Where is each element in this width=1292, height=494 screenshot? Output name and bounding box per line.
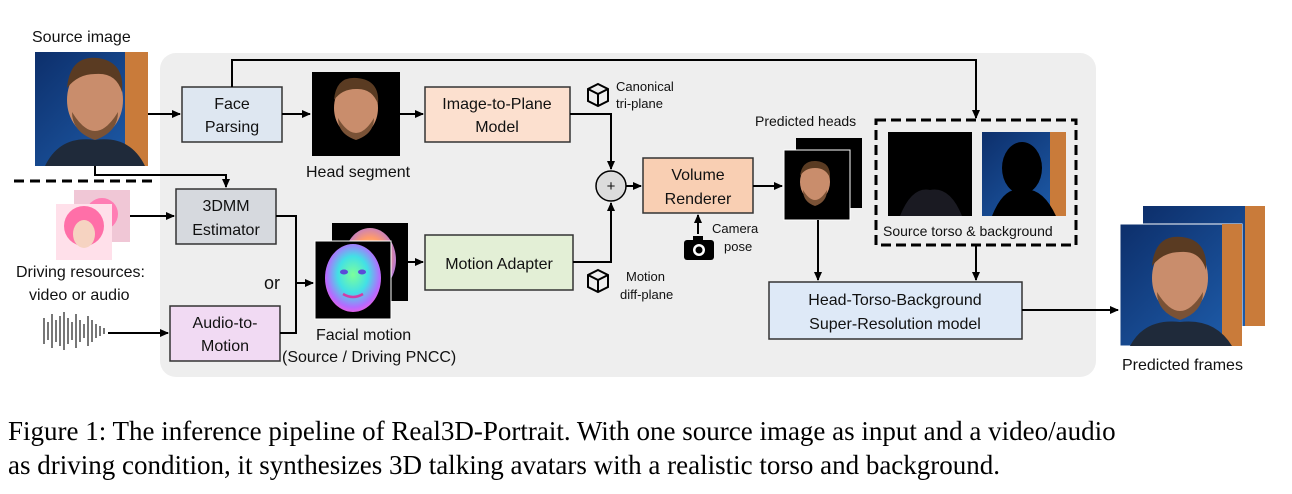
arrow-i2p-to-plus xyxy=(570,113,615,170)
audio-to-motion-label-1: Audio-to- xyxy=(193,315,258,332)
face-parsing-label-1: Face xyxy=(214,96,250,113)
facial-motion-label-1: Facial motion xyxy=(316,327,411,344)
camera-label-1: Camera xyxy=(712,221,759,236)
camera-label-2: pose xyxy=(724,239,752,254)
face-parsing-box xyxy=(181,86,283,143)
estimator-box xyxy=(175,188,277,245)
face-parsing-label-2: Parsing xyxy=(205,119,259,136)
htb-sr-box xyxy=(768,281,1023,340)
canonical-label-1: Canonical xyxy=(616,79,674,94)
caption-line-1: Figure 1: The inference pipeline of Real… xyxy=(8,416,1116,446)
canonical-label-2: tri-plane xyxy=(616,96,663,111)
arrow-adapter-to-plus xyxy=(573,202,615,263)
figure-caption: Figure 1: The inference pipeline of Real… xyxy=(8,414,1284,482)
image-to-plane-box xyxy=(424,86,571,143)
caption-line-2: as driving condition, it synthesizes 3D … xyxy=(8,450,1001,480)
line-a2m-join xyxy=(280,283,297,334)
head-segment-image xyxy=(312,72,400,156)
estimator-label-2: Estimator xyxy=(192,222,260,239)
image-to-plane-label-2: Model xyxy=(475,119,519,136)
facial-motion-image xyxy=(314,223,408,320)
facial-motion-label-2: (Source / Driving PNCC) xyxy=(282,349,456,366)
or-label: or xyxy=(264,273,280,293)
image-to-plane-label-1: Image-to-Plane xyxy=(442,96,551,113)
predicted-heads-image xyxy=(783,138,862,221)
motion-adapter-label: Motion Adapter xyxy=(445,256,553,273)
line-estimator-join xyxy=(276,215,297,283)
driving-image xyxy=(56,190,130,260)
driving-label-2: video or audio xyxy=(29,287,130,304)
predicted-heads-label: Predicted heads xyxy=(755,113,856,129)
source-background-image xyxy=(982,132,1066,216)
source-image-label: Source image xyxy=(32,29,131,46)
camera-icon xyxy=(684,236,714,260)
audio-waveform-icon xyxy=(43,312,105,350)
cube-icon-canonical xyxy=(587,82,609,108)
volume-renderer-label-2: Renderer xyxy=(665,191,732,208)
plus-label: + xyxy=(607,178,616,195)
arrow-source-to-estimator xyxy=(94,166,230,188)
source-torso-image xyxy=(888,132,972,216)
predicted-frames-label: Predicted frames xyxy=(1122,357,1243,374)
arrow-parsing-to-torso xyxy=(231,59,980,119)
motion-adapter-box xyxy=(424,234,574,291)
htb-sr-label-2: Super-Resolution model xyxy=(809,316,981,333)
motion-diff-label-2: diff-plane xyxy=(620,287,673,302)
predicted-frames-image xyxy=(1119,206,1265,347)
audio-to-motion-label-2: Motion xyxy=(201,338,249,355)
driving-label-1: Driving resources: xyxy=(16,264,145,281)
volume-renderer-label-1: Volume xyxy=(671,167,724,184)
htb-sr-label-1: Head-Torso-Background xyxy=(808,292,981,309)
pipeline-diagram: Source image Face Parsing Head segment I… xyxy=(14,29,1265,377)
motion-diff-label-1: Motion xyxy=(626,269,665,284)
head-segment-label: Head segment xyxy=(306,164,411,181)
source-image xyxy=(35,52,148,166)
source-torso-label: Source torso & background xyxy=(883,223,1053,239)
estimator-label-1: 3DMM xyxy=(202,198,249,215)
volume-renderer-box xyxy=(642,157,754,214)
cube-icon-motion xyxy=(587,268,609,294)
